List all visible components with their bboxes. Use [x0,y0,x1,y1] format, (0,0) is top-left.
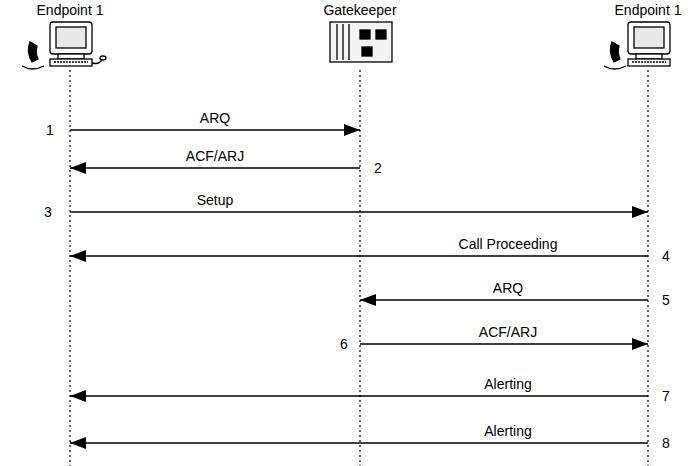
message-label: ARQ [198,110,232,127]
message-label: ARQ [491,280,525,297]
actor-node: Endpoint 1 [25,2,115,68]
message-label: Setup [195,192,236,209]
callout-number: 5 [662,292,670,309]
actor-label: Endpoint 1 [25,2,115,19]
message-arrow [70,395,648,397]
computer-icon [22,22,106,69]
message-arrow [360,343,648,345]
actor-node: Endpoint 1 [603,2,693,68]
gatekeeper-icon [330,22,392,62]
message-arrow [70,129,360,131]
actor-label: Gatekeeper [305,2,415,19]
message-arrow [70,442,648,444]
callout-number: 1 [46,122,54,139]
message-label: ACF/ARJ [477,324,539,341]
message-label: Alerting [482,376,533,393]
actor-node: Gatekeeper [305,2,415,68]
message-label: Alerting [482,423,533,440]
callout-number: 6 [340,336,348,353]
message-arrow [360,299,648,301]
callout-number: 4 [662,248,670,265]
lifeline [647,70,648,466]
message-arrow [70,255,648,257]
callout-number: 2 [374,160,382,177]
callout-number: 7 [662,388,670,405]
computer-icon [604,22,670,69]
callout-number: 8 [662,435,670,452]
message-label: ACF/ARJ [184,148,246,165]
message-arrow [70,167,360,169]
callout-number: 3 [44,204,52,221]
message-arrow [70,211,648,213]
actor-label: Endpoint 1 [603,2,693,19]
lifelines [70,70,648,466]
message-label: Call Proceeding [457,236,560,253]
